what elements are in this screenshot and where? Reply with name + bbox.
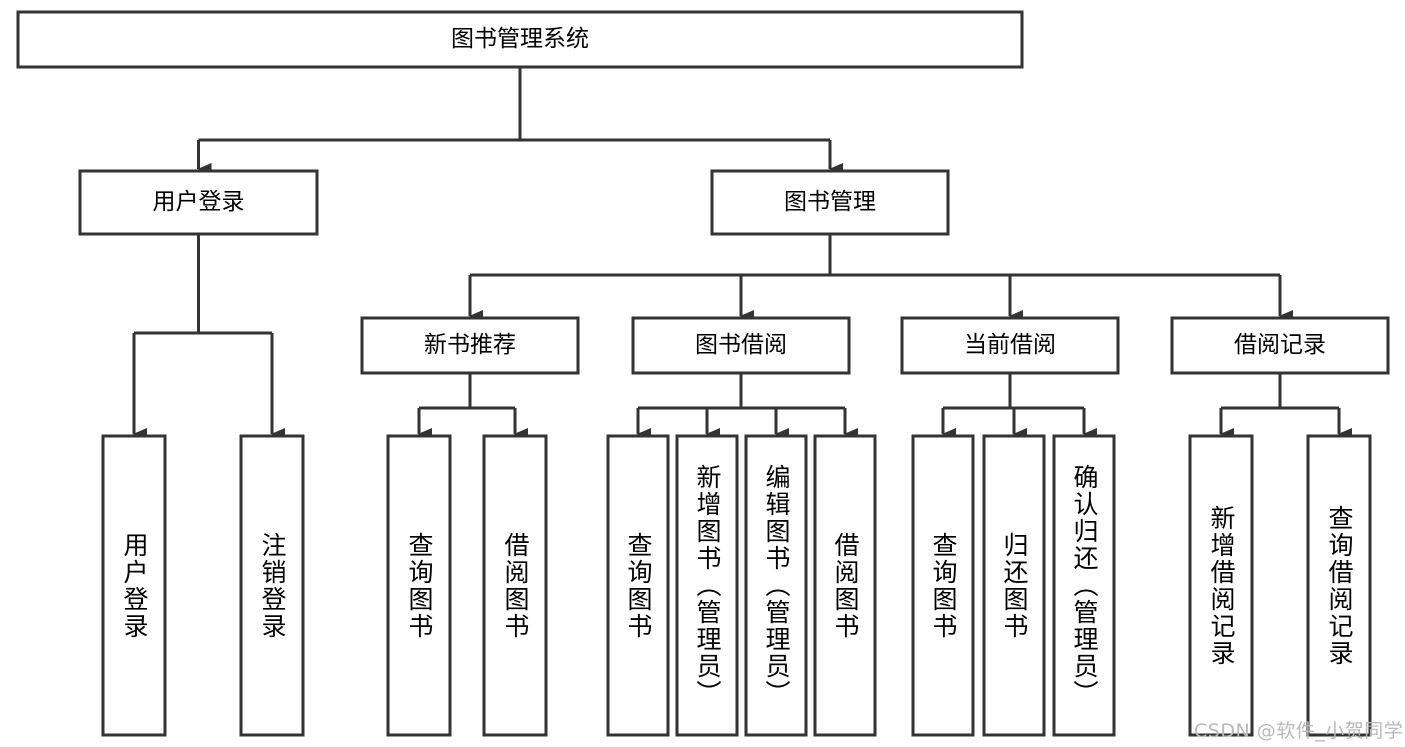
node-box-leaf-borrow-book-1[interactable] [482,434,548,737]
node-box-current-borrow[interactable] [900,316,1120,375]
node-box-leaf-add-book[interactable] [675,434,739,737]
node-boxes [16,10,1390,737]
node-box-root[interactable] [16,10,1024,69]
node-box-leaf-query-book-3[interactable] [911,434,975,737]
watermark: CSDN @软件_小贺同学 [1194,720,1404,742]
node-box-user-login[interactable] [78,169,319,236]
node-box-book-management[interactable] [710,169,950,236]
node-box-borrow-record[interactable] [1170,316,1390,375]
node-box-leaf-logout[interactable] [239,434,305,737]
node-box-leaf-confirm-return[interactable] [1052,434,1116,737]
node-box-leaf-query-book-2[interactable] [606,434,670,737]
connector-lines [132,67,1352,440]
node-box-leaf-return-book[interactable] [982,434,1046,737]
node-box-new-book-recommend[interactable] [360,316,580,375]
node-box-leaf-add-record[interactable] [1188,434,1254,737]
node-box-book-borrow[interactable] [631,316,851,375]
node-box-leaf-borrow-book-2[interactable] [813,434,877,737]
node-box-leaf-query-record[interactable] [1306,434,1372,737]
node-box-leaf-query-book-1[interactable] [386,434,452,737]
node-box-leaf-edit-book[interactable] [744,434,808,737]
node-box-leaf-user-login[interactable] [101,434,167,737]
